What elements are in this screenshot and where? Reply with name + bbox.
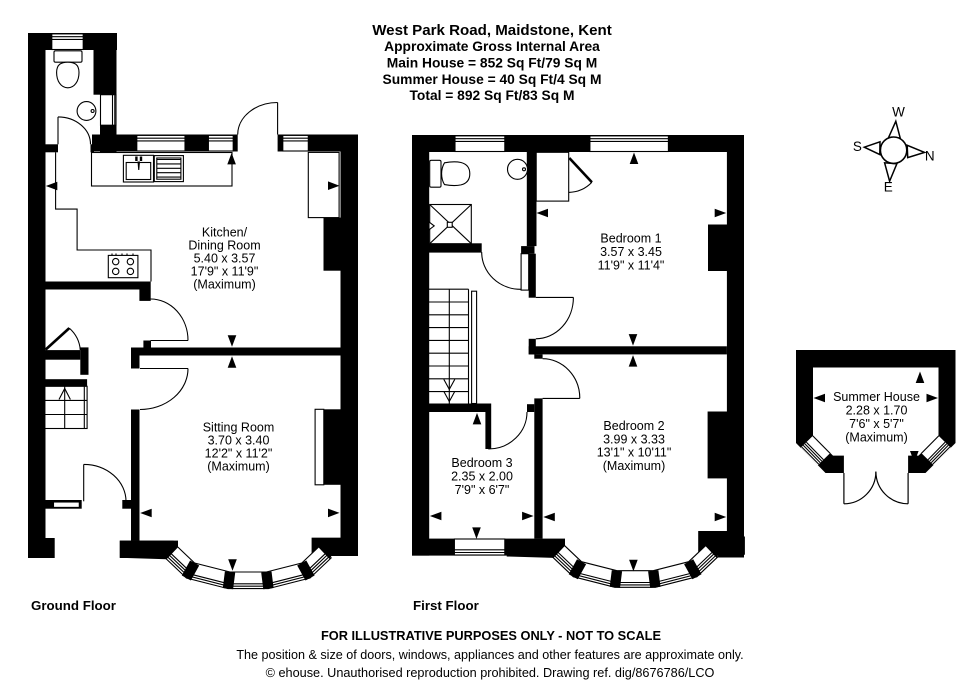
svg-text:(Maximum): (Maximum)	[603, 459, 666, 473]
svg-text:Total = 892 Sq Ft/83 Sq M: Total = 892 Sq Ft/83 Sq M	[410, 88, 575, 103]
svg-text:E: E	[884, 180, 893, 195]
svg-text:Approximate Gross Internal Are: Approximate Gross Internal Area	[384, 39, 600, 54]
svg-text:Bedroom 2: Bedroom 2	[603, 419, 664, 433]
svg-text:7'6" x 5'7": 7'6" x 5'7"	[849, 417, 904, 431]
svg-text:Sitting Room: Sitting Room	[203, 421, 275, 435]
svg-text:3.70 x 3.40: 3.70 x 3.40	[208, 434, 270, 448]
svg-text:12'2" x 11'2": 12'2" x 11'2"	[205, 447, 273, 461]
svg-text:© ehouse. Unauthorised reprodu: © ehouse. Unauthorised reproduction proh…	[266, 666, 715, 680]
svg-text:17'9" x 11'9": 17'9" x 11'9"	[191, 265, 259, 279]
svg-text:2.28 x 1.70: 2.28 x 1.70	[846, 404, 908, 418]
svg-text:Kitchen/: Kitchen/	[202, 226, 248, 240]
svg-text:N: N	[925, 148, 935, 163]
svg-text:First Floor: First Floor	[413, 598, 479, 613]
svg-text:3.99 x 3.33: 3.99 x 3.33	[603, 432, 665, 446]
svg-text:W: W	[892, 104, 905, 119]
svg-text:Main House = 852 Sq Ft/79 Sq M: Main House = 852 Sq Ft/79 Sq M	[387, 56, 597, 71]
svg-text:Bedroom 3: Bedroom 3	[451, 456, 512, 470]
svg-text:7'9" x 6'7": 7'9" x 6'7"	[455, 483, 510, 497]
svg-text:Bedroom 1: Bedroom 1	[600, 232, 661, 246]
svg-text:FOR ILLUSTRATIVE PURPOSES ONLY: FOR ILLUSTRATIVE PURPOSES ONLY - NOT TO …	[321, 628, 662, 643]
svg-text:(Maximum): (Maximum)	[207, 460, 270, 474]
svg-text:2.35 x 2.00: 2.35 x 2.00	[451, 470, 513, 484]
svg-text:Summer House = 40 Sq Ft/4 Sq M: Summer House = 40 Sq Ft/4 Sq M	[383, 72, 602, 87]
svg-text:(Maximum): (Maximum)	[193, 278, 256, 292]
svg-text:Dining Room: Dining Room	[188, 239, 260, 253]
svg-text:3.57 x 3.45: 3.57 x 3.45	[600, 245, 662, 259]
svg-text:Ground Floor: Ground Floor	[31, 598, 116, 613]
svg-text:(Maximum): (Maximum)	[845, 431, 908, 445]
svg-text:5.40 x 3.57: 5.40 x 3.57	[194, 252, 256, 266]
svg-text:The position & size of doors,: The position & size of doors, windows, a…	[236, 648, 743, 662]
svg-text:S: S	[853, 139, 862, 154]
svg-text:Summer House: Summer House	[833, 390, 920, 404]
svg-text:13'1" x 10'11": 13'1" x 10'11"	[597, 446, 672, 460]
svg-text:11'9" x 11'4": 11'9" x 11'4"	[598, 259, 665, 273]
svg-text:West Park Road, Maidstone, Ken: West Park Road, Maidstone, Kent	[372, 22, 612, 39]
